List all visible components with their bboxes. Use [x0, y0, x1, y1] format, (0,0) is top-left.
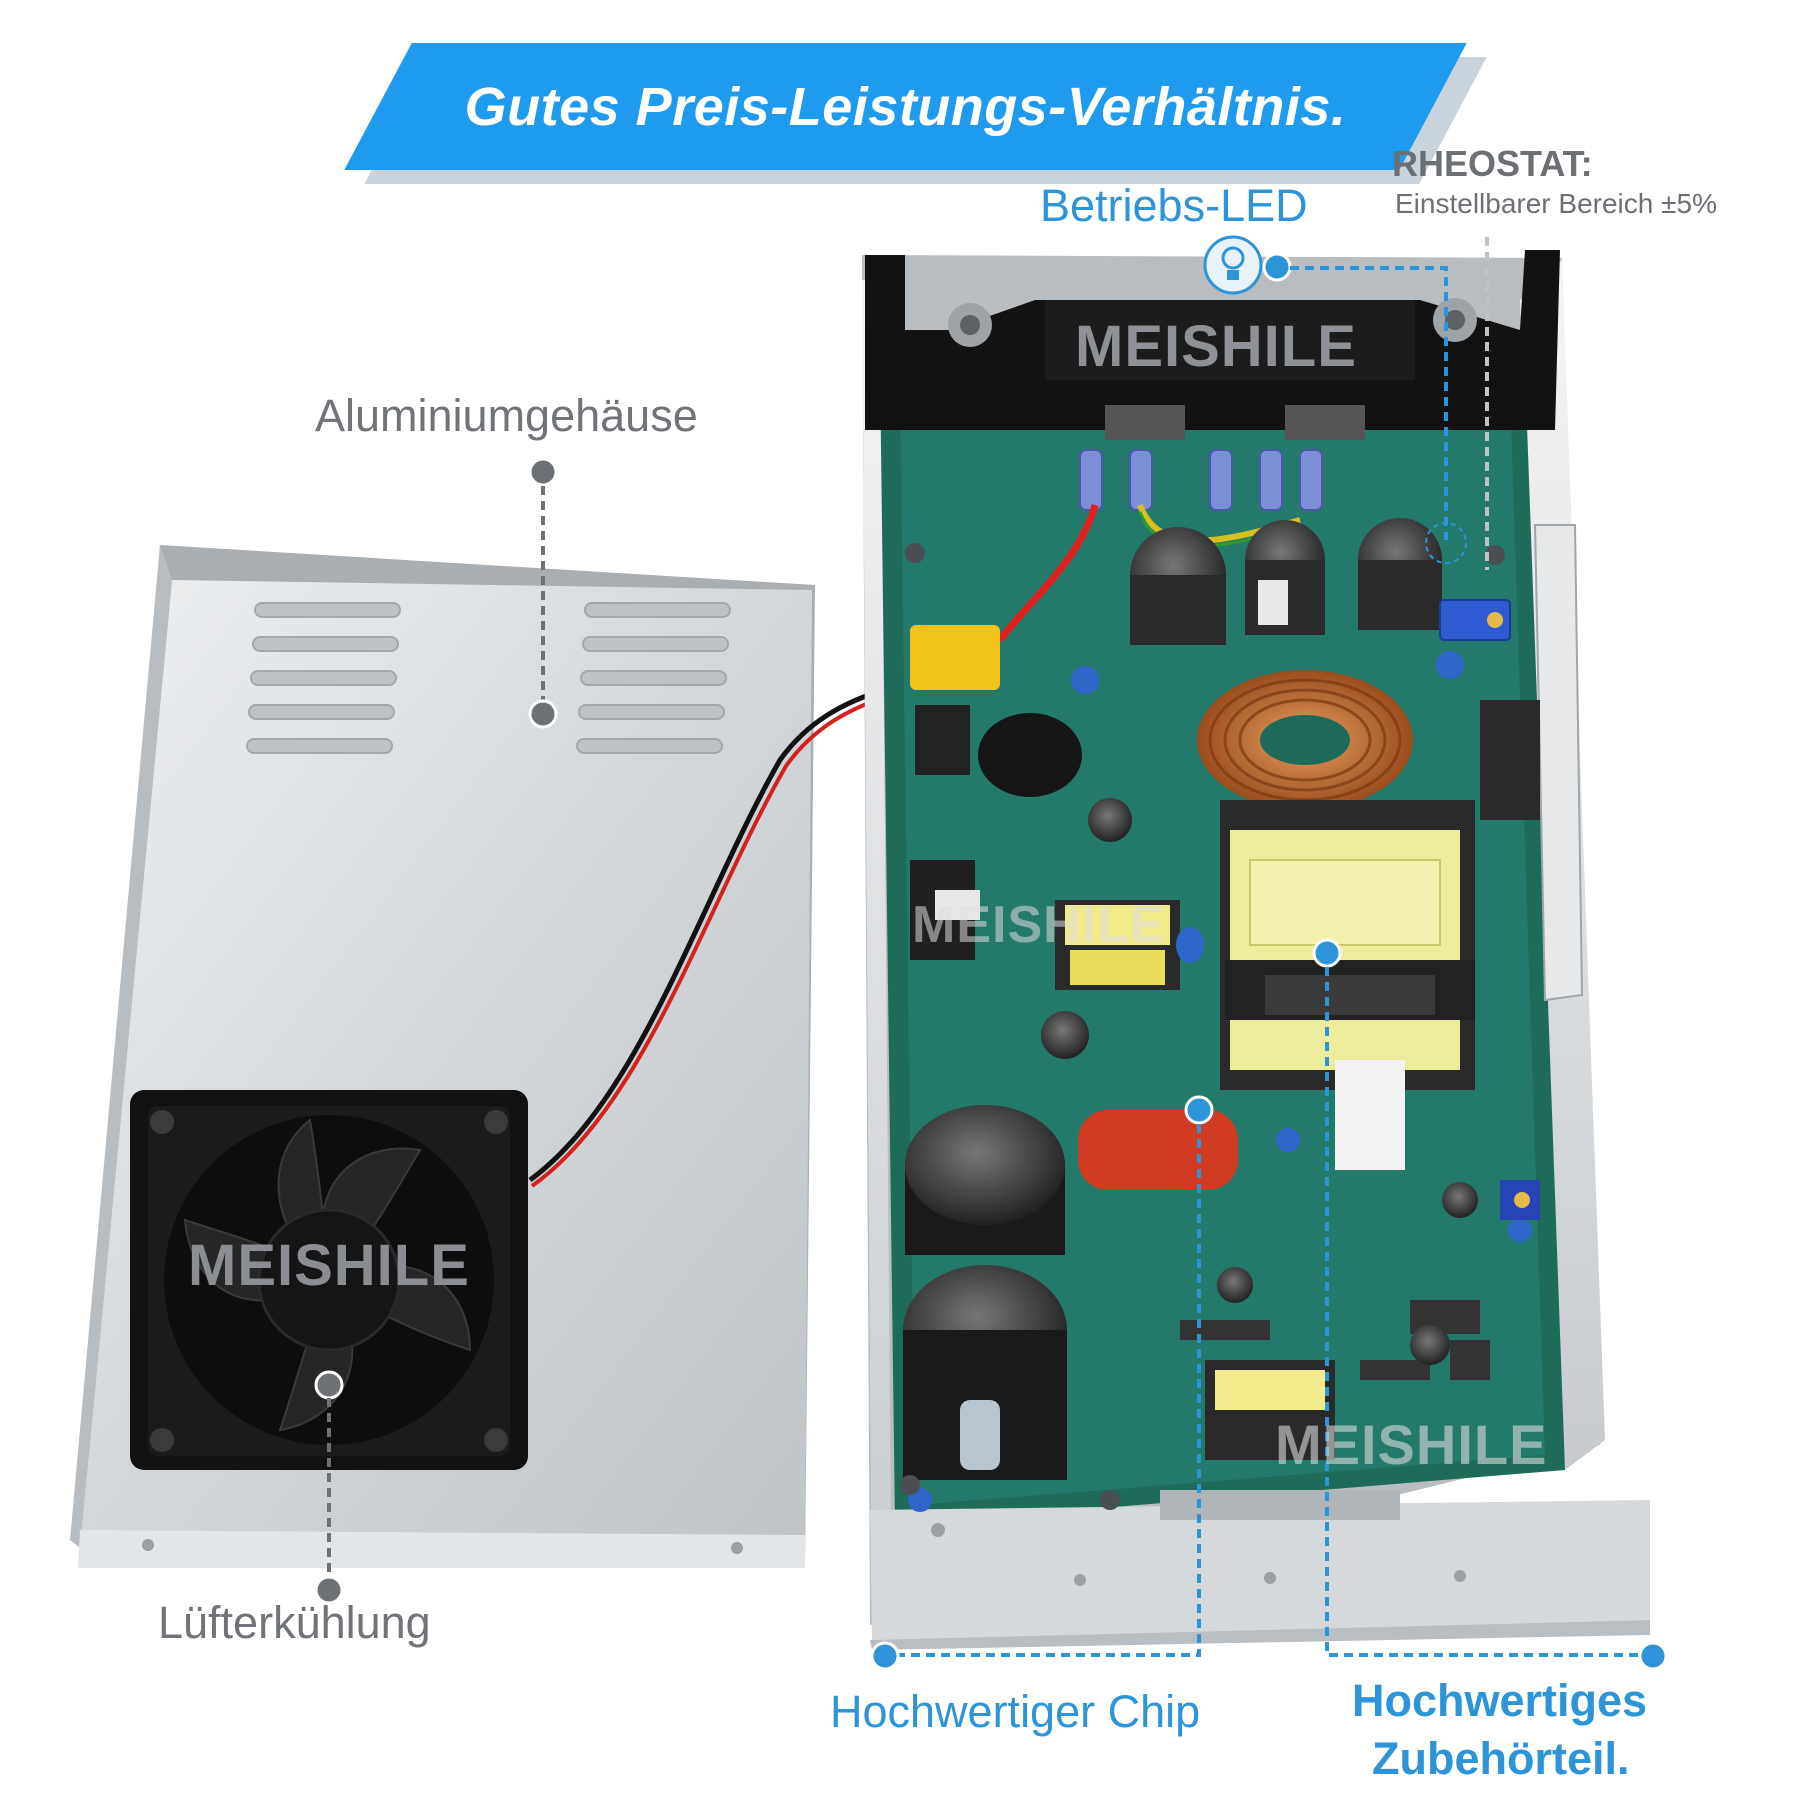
leader-fan [314, 1370, 344, 1605]
cooling-fan [130, 1090, 528, 1470]
leader-accessory [1312, 938, 1668, 1671]
leader-led [1203, 235, 1467, 564]
bulk-capacitors [903, 1105, 1067, 1480]
brand-logo-pcb-bottom: MEISHILE [1275, 1413, 1548, 1476]
leader-chip [870, 1095, 1214, 1671]
leader-aluminium [528, 457, 558, 729]
callout-betriebs-led: Betriebs-LED [1040, 180, 1308, 231]
film-capacitor [1078, 1110, 1238, 1190]
brand-logo-fan: MEISHILE [188, 1233, 470, 1298]
toroid-inductor [1197, 670, 1413, 810]
brand-logo-top: MEISHILE [1075, 314, 1357, 379]
terminal-block [865, 250, 1560, 511]
callout-accessory-line2: Zubehörteil. [1372, 1733, 1630, 1784]
callout-rheostat-title: RHEOSTAT: [1392, 143, 1593, 184]
x-capacitor [910, 625, 1000, 690]
banner-title: Gutes Preis-Leistungs-Verhältnis. [464, 76, 1347, 137]
rheostat-component [1439, 599, 1511, 641]
choke [978, 713, 1082, 797]
callout-chip: Hochwertiger Chip [830, 1686, 1201, 1737]
main-transformer [1220, 800, 1475, 1170]
callout-aluminium: Aluminiumgehäuse [315, 390, 698, 441]
callout-fan: Lüfterkühlung [158, 1597, 431, 1648]
capacitors-top [1130, 518, 1442, 645]
brand-logo-pcb: MEISHILE [912, 896, 1166, 954]
callout-accessory-line1: Hochwertiges [1352, 1675, 1648, 1726]
small-transformer [1055, 900, 1180, 990]
callout-rheostat-range: Einstellbarer Bereich ±5% [1395, 188, 1717, 219]
title-banner: Gutes Preis-Leistungs-Verhältnis. [344, 43, 1487, 184]
